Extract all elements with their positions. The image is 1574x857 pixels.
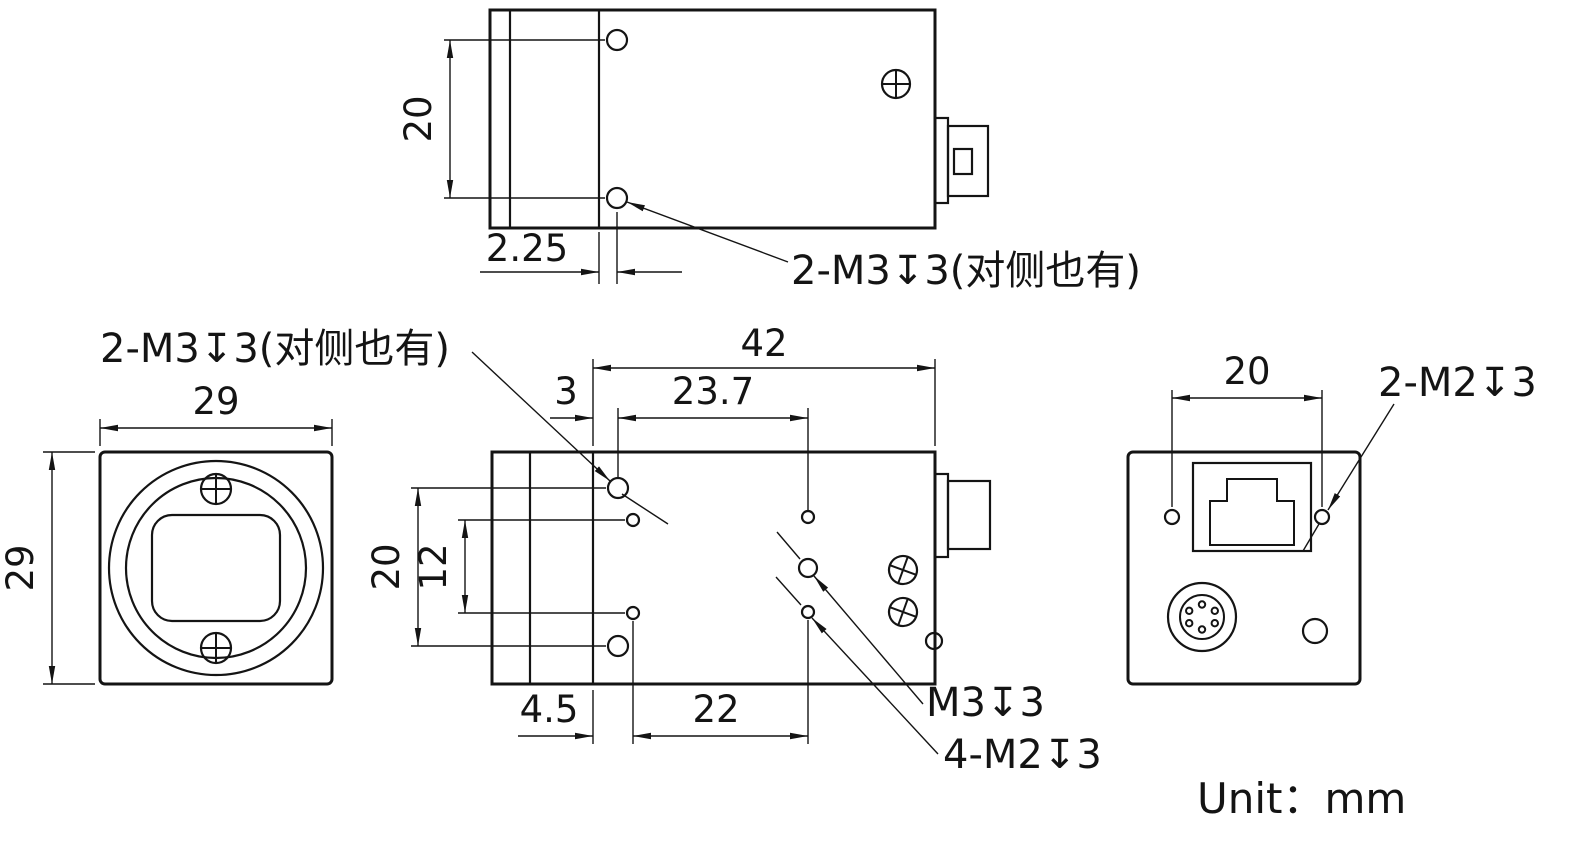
top-view: 20 2.25 2-M3↧3(对侧也有) bbox=[397, 8, 1141, 294]
top-view-outline bbox=[488, 8, 937, 230]
side-view-outline bbox=[490, 450, 937, 686]
m2-hole-front-top bbox=[625, 512, 641, 528]
m2-hole-rear-bottom bbox=[800, 604, 816, 620]
lens-mount-outer-circle bbox=[107, 459, 325, 677]
m3-hole-side-top bbox=[606, 476, 630, 500]
phillips-screw-front-bottom bbox=[199, 631, 233, 665]
front-view-dimensions bbox=[43, 419, 333, 685]
annotation-side-m3-thread: 2-M3↧3(对侧也有) bbox=[100, 326, 450, 372]
side-view: 2-M3↧3(对侧也有) 42 3 23.7 20 12 4.5 22 M3↧3… bbox=[100, 322, 1102, 778]
annotation-top-m3-thread: 2-M3↧3(对侧也有) bbox=[791, 248, 1141, 294]
dim-top-hole-spacing: 20 bbox=[397, 95, 440, 142]
m2-hole-back-left bbox=[1163, 508, 1181, 526]
dim-side-m3-spacing-v: 20 bbox=[365, 543, 408, 590]
phillips-screw-front-top bbox=[199, 472, 233, 506]
front-view-outline bbox=[98, 450, 334, 686]
m3-hole-center bbox=[797, 557, 819, 579]
phillips-screw-side-upper bbox=[887, 554, 919, 586]
m2-hole-rear-top bbox=[800, 509, 816, 525]
annotation-m2-thread: 4-M2↧3 bbox=[943, 732, 1102, 778]
annotation-back-m2-thread: 2-M2↧3 bbox=[1378, 360, 1537, 406]
dim-front-height: 29 bbox=[0, 544, 42, 591]
dim-side-hole-spacing-h: 23.7 bbox=[672, 370, 754, 413]
pin-hole-side bbox=[924, 631, 944, 651]
sensor-window bbox=[150, 513, 282, 623]
side-view-dimensions bbox=[411, 351, 939, 755]
back-view-outline bbox=[1126, 450, 1362, 686]
mounting-hole-top-front bbox=[605, 28, 629, 52]
m2-hole-front-bottom bbox=[625, 605, 641, 621]
power-io-connector bbox=[1166, 581, 1238, 653]
dim-side-m2-offset-front: 4.5 bbox=[520, 688, 579, 731]
unit-note: Unit：mm bbox=[1197, 774, 1406, 823]
back-view: 20 2-M2↧3 bbox=[1126, 350, 1537, 686]
dim-front-width: 29 bbox=[192, 380, 239, 423]
m3-hole-side-bottom bbox=[606, 634, 630, 658]
phillips-screw-side-lower bbox=[887, 596, 919, 628]
dim-back-hole-spacing: 20 bbox=[1223, 350, 1270, 393]
dim-side-body-length: 42 bbox=[740, 322, 787, 365]
io-connector-side bbox=[933, 472, 992, 559]
dim-side-m2-spacing-h: 22 bbox=[692, 688, 739, 731]
front-view: 29 29 bbox=[0, 380, 334, 686]
top-view-dimensions bbox=[444, 39, 789, 284]
m2-hole-back-right bbox=[1313, 508, 1331, 526]
mounting-hole-top-rear bbox=[605, 186, 629, 210]
dim-top-hole-offset: 2.25 bbox=[486, 227, 568, 270]
annotation-m3-center-thread: M3↧3 bbox=[926, 680, 1045, 726]
rj45-jack bbox=[1191, 461, 1313, 553]
indicator-hole bbox=[1301, 617, 1329, 645]
back-view-dimensions bbox=[1171, 390, 1395, 552]
dim-side-hole-offset-front: 3 bbox=[554, 370, 578, 413]
io-connector-top bbox=[933, 116, 990, 205]
dim-side-m2-spacing-v: 12 bbox=[412, 543, 455, 590]
phillips-screw-top bbox=[880, 68, 912, 100]
